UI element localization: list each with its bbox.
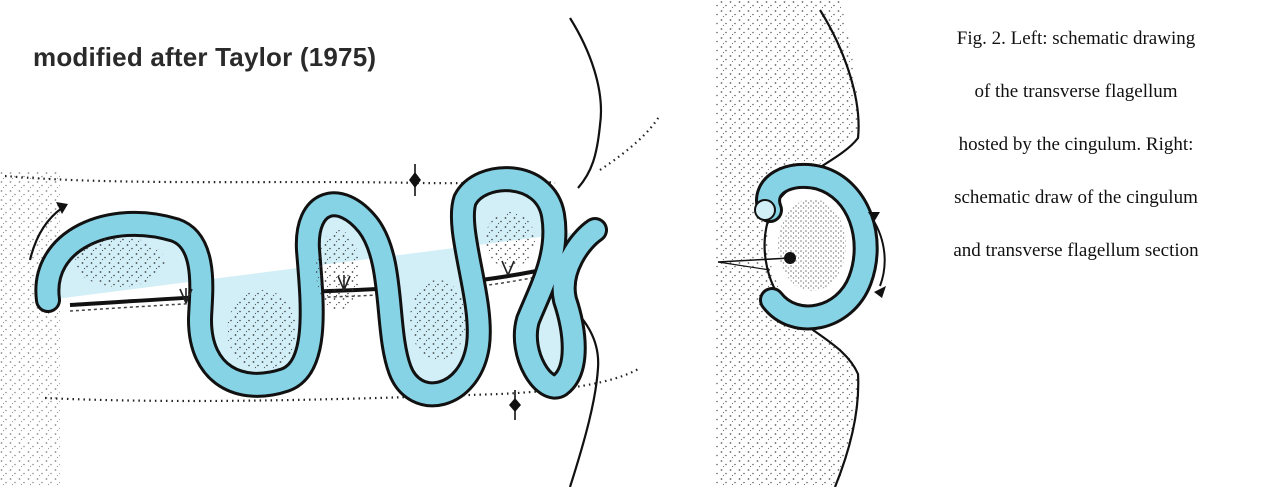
caption-line: Fig. 2. Left: schematic drawing: [880, 12, 1272, 65]
figure-caption: Fig. 2. Left: schematic drawing of the t…: [880, 12, 1272, 277]
caption-line: and transverse flagellum section: [880, 224, 1272, 277]
image-credit: modified after Taylor (1975): [33, 42, 376, 73]
cell-outline: [570, 18, 601, 188]
cingulum-section-panel: [715, 0, 886, 487]
caption-line: schematic draw of the cingulum: [880, 171, 1272, 224]
caption-line: hosted by the cingulum. Right:: [880, 118, 1272, 171]
cingulum-upper-border-right: [600, 115, 660, 170]
caption-line: of the transverse flagellum: [880, 65, 1272, 118]
amplitude-marker-bottom: [509, 390, 521, 420]
amplitude-marker-top: [409, 164, 421, 196]
cingulum-left-panel: [0, 18, 660, 487]
